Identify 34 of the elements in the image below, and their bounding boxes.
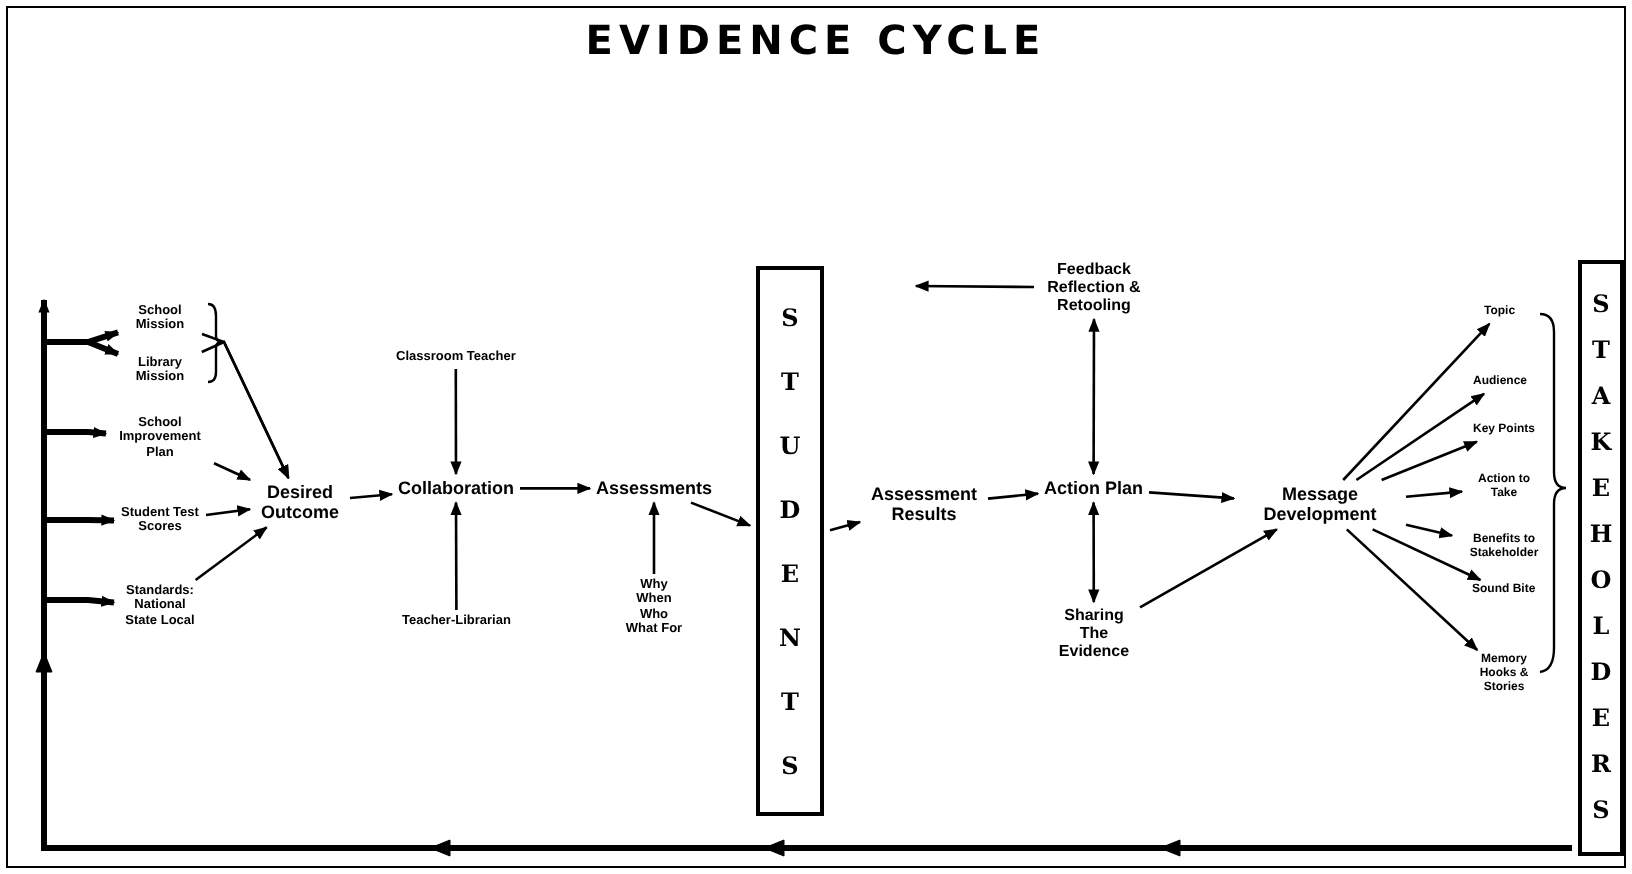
arrow — [450, 369, 462, 476]
arrow — [1342, 322, 1491, 481]
arrow — [1088, 501, 1100, 604]
arrow — [450, 501, 462, 610]
arrow — [987, 489, 1040, 501]
label-box: S T U D E N T S — [756, 266, 824, 816]
node-label: Desired Outcome — [256, 482, 344, 524]
node-label: Assessment Results — [866, 484, 982, 526]
arrow — [1355, 392, 1486, 482]
arrow — [194, 526, 268, 582]
arrow — [213, 462, 252, 481]
arrow — [1381, 440, 1479, 482]
arrow — [1405, 523, 1454, 539]
arrow — [520, 482, 592, 494]
arrow — [1148, 491, 1236, 504]
arrow — [690, 501, 752, 527]
arrow — [914, 280, 1034, 292]
arrow — [1345, 528, 1479, 651]
arrow — [1405, 487, 1464, 499]
node-label: Message Development — [1240, 484, 1400, 526]
node-label: Feedback Reflection & Retooling — [1040, 260, 1148, 316]
arrow — [648, 501, 660, 574]
arrow — [1139, 528, 1278, 609]
diagram-title: EVIDENCE CYCLE — [583, 16, 1049, 64]
arrow — [349, 489, 394, 501]
label-box: S T A K E H O L D E R S — [1578, 260, 1624, 856]
arrow — [1088, 317, 1100, 476]
node-label: Action Plan — [1044, 478, 1144, 499]
arrow — [1372, 528, 1482, 582]
arrow — [829, 519, 862, 532]
node-label: Assessments — [596, 478, 713, 499]
node-label: Collaboration — [398, 478, 514, 499]
node-label: Sharing The Evidence — [1054, 606, 1134, 662]
arrow — [205, 505, 252, 517]
